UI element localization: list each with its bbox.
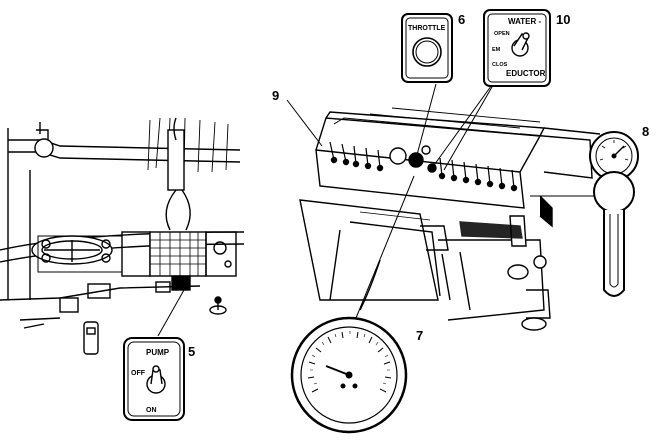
throttle-panel: THROTTLE [401,13,453,83]
throttle-title-label: THROTTLE [408,25,446,32]
water-close-label: CLOS [492,62,508,68]
cab-interior-illustration [0,117,245,355]
eductor-toggle-switch-icon [511,32,530,57]
water-title-label: WATER - [508,17,542,26]
pump-title-label: PUMP [146,348,170,357]
gauge-7-illustration [290,316,408,434]
gauge-8-illustration [589,131,639,297]
callout-9: 9 [272,88,279,103]
pump-off-label: OFF [131,370,146,377]
callout-7: 7 [416,328,423,343]
callout-6: 6 [458,12,465,27]
water-em-label: EM [492,47,501,53]
callout-5: 5 [188,344,195,359]
eductor-label: EDUCTOR [506,69,546,78]
callout-8: 8 [642,124,649,139]
leader-lines [286,79,594,319]
water-eductor-panel: WATER - OPEN EM CLOS EDUCTOR [483,9,551,87]
pump-toggle-switch-icon [146,365,166,394]
water-open-label: OPEN [494,31,510,37]
pump-switch-panel: PUMP OFF ON [123,337,185,421]
callout-10: 10 [556,12,570,27]
throttle-knob-icon [412,37,442,67]
pump-on-label: ON [146,407,157,414]
pump-control-panel-illustration [299,107,601,331]
